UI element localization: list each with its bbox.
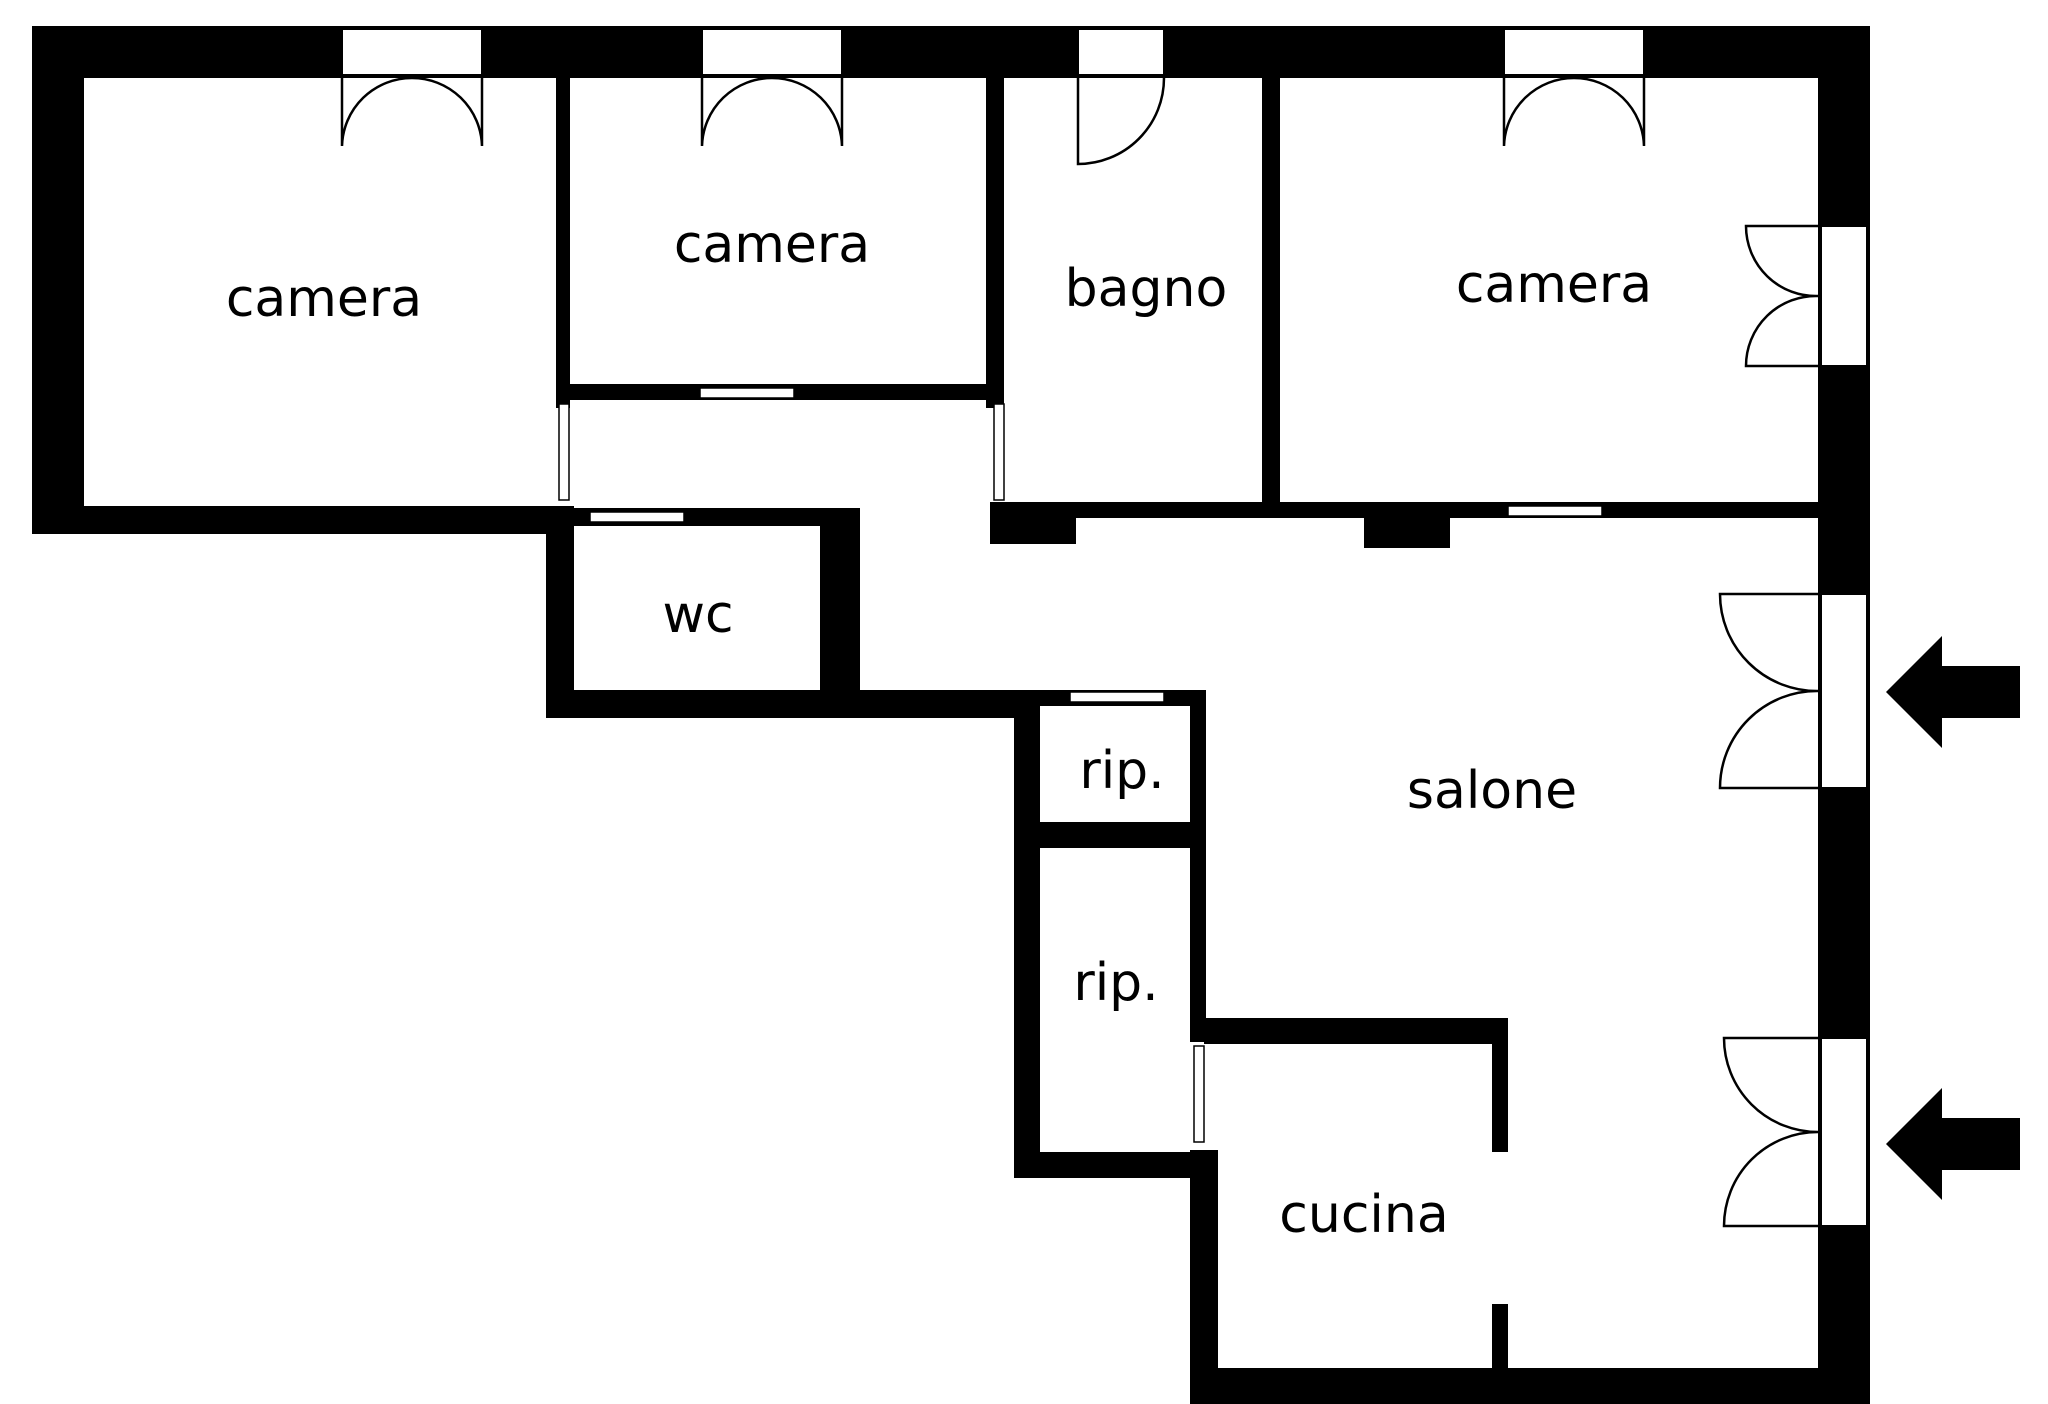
door-rip-lower[interactable] — [1193, 1045, 1205, 1143]
label-rip-1: rip. — [1079, 741, 1164, 801]
wall-rip-right — [1190, 690, 1206, 1042]
wall-partition-1 — [556, 78, 570, 408]
window-camera3-top — [1502, 28, 1646, 147]
arrow-left-icon — [1886, 1088, 2020, 1200]
wall-cucina-top — [1204, 1018, 1508, 1044]
wall-left — [32, 26, 84, 534]
wall-cucina-right-top — [1492, 1018, 1508, 1152]
door-salone-upper[interactable] — [1718, 592, 1868, 790]
door-bagno[interactable] — [993, 403, 1005, 501]
wall-cucina-left — [1190, 1150, 1218, 1404]
label-camera-1: camera — [226, 269, 422, 329]
door-salone-lower[interactable] — [1722, 1036, 1868, 1228]
door-camera1[interactable] — [558, 403, 570, 501]
wall-partition-2 — [986, 78, 1004, 408]
label-camera-3: camera — [1456, 255, 1652, 315]
window-camera3-right — [1744, 224, 1868, 368]
wall-rip-left — [1014, 690, 1040, 1178]
wall-camera1-bottom — [32, 506, 572, 534]
wall-corridor-bottom — [546, 690, 1030, 718]
wall-rip-divider — [1040, 822, 1204, 848]
door-camera3[interactable] — [1507, 505, 1603, 517]
door-wc[interactable] — [589, 511, 685, 523]
wall-wc-right — [820, 508, 860, 718]
label-bagno: bagno — [1065, 259, 1228, 319]
label-rip-2: rip. — [1073, 953, 1158, 1013]
windows — [340, 28, 1868, 1228]
room-labels: camera camera bagno camera wc rip. rip. … — [226, 215, 1652, 1245]
arrow-left-icon — [1886, 636, 2020, 748]
window-camera2 — [700, 28, 844, 147]
entrance-arrows — [1886, 636, 2020, 1200]
label-cucina: cucina — [1279, 1185, 1448, 1245]
door-rip-upper[interactable] — [1069, 691, 1165, 703]
wall-wc-left — [546, 506, 574, 718]
wall-rip-bottom — [1014, 1152, 1214, 1178]
door-camera2[interactable] — [699, 387, 795, 399]
interior-doors — [558, 387, 1603, 1143]
window-camera1 — [340, 28, 484, 147]
label-salone: salone — [1407, 761, 1577, 821]
wall-bottom — [1190, 1368, 1870, 1404]
wall-partition-3 — [1262, 78, 1280, 504]
wall-cucina-right-bottom — [1492, 1304, 1508, 1384]
wall-camera3-stub — [1364, 502, 1450, 548]
label-camera-2: camera — [674, 215, 870, 275]
walls — [32, 26, 1870, 1404]
label-wc: wc — [662, 585, 733, 645]
window-bagno — [1076, 28, 1166, 166]
wall-bagno-stub — [990, 502, 1076, 544]
